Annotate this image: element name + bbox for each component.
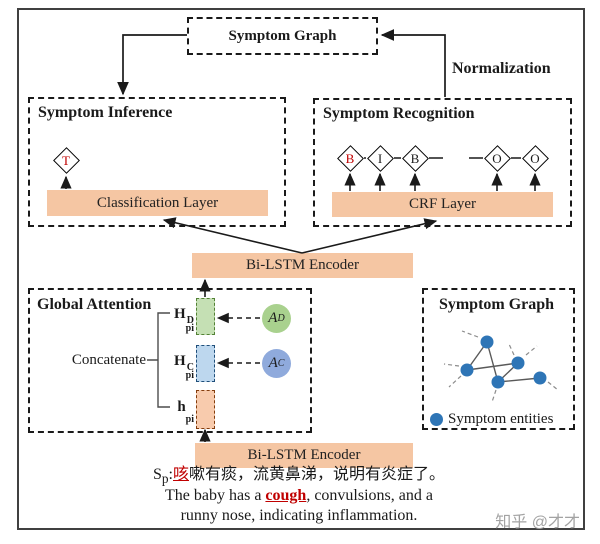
entity-highlight-en: cough [265,487,307,504]
recognition-tag-label: O [492,150,502,166]
vector-sub: pi [185,370,194,381]
middle-bilstm-encoder-bar: Bi-LSTM Encoder [192,253,413,278]
sentence-prefix: S [152,466,162,483]
top-symptom-graph-box: Symptom Graph [187,17,378,55]
sentence-colon: : [168,466,173,483]
circle-base: A [268,355,278,371]
hidden-vector-green-rect [196,298,215,335]
recognition-tag-diamond: B [401,144,429,172]
bottom-bilstm-encoder-label: Bi-LSTM Encoder [247,447,361,463]
top-symptom-graph-title: Symptom Graph [228,27,337,44]
recognition-tag-label: I [377,150,383,166]
watermark: 知乎 @才才 [495,514,580,531]
symptom-inference-title: Symptom Inference [38,104,173,121]
vector-sub: pi [185,413,194,425]
sentence-line2: The baby has a cough, convulsions, and a [17,486,581,505]
circle-sub: C [277,358,285,369]
recognition-tag-diamond: B [336,144,364,172]
inference-tag-diamond: T [52,146,80,174]
vector-base: H [173,353,186,369]
crf-layer-label: CRF Layer [408,196,477,212]
figure-frame [17,8,585,530]
vector-base: h [177,399,186,415]
recognition-tag-diamond: O [483,144,511,172]
recognition-tag-label: B [345,150,355,166]
middle-bilstm-encoder-label: Bi-LSTM Encoder [246,257,359,273]
inference-tag-label: T [62,152,70,168]
global-attention-box [28,288,312,433]
symptom-graph-detail-box [422,288,575,430]
classification-layer-bar: Classification Layer [47,190,268,216]
global-attention-title: Global Attention [37,296,152,313]
bottom-bilstm-encoder-bar: Bi-LSTM Encoder [195,443,413,468]
circle-base: A [268,310,278,326]
entity-highlight-zh: 咳 [173,466,190,483]
vector-sup: D [186,314,194,326]
normalization-label: Normalization [452,60,551,77]
recognition-tag-diamond: I [366,144,394,172]
vector-base: H [173,306,186,322]
sentence-line2-post: , convulsions, and a [306,487,433,504]
sentence-line1: Sp:咳嗽有痰，流黄鼻涕，说明有炎症了。 [17,465,581,488]
recognition-tag-label: B [410,150,420,166]
concatenate-label: Concatenate [71,352,146,368]
circle-sub: D [277,313,285,324]
classification-layer-label: Classification Layer [96,194,219,211]
crf-layer-bar: CRF Layer [332,192,553,217]
vector-sup: C [186,361,194,373]
sentence-line2-pre: The baby has a [165,487,266,504]
sentence-line1-rest: 嗽有痰，流黄鼻涕，说明有炎症了。 [189,466,446,483]
symptom-inference-box [28,97,286,227]
hidden-vector-blue-rect [196,345,215,382]
hidden-vector-peach-rect [196,390,215,429]
symptom-entity-dot-icon [430,413,443,426]
vector-sub: pi [185,323,194,334]
recognition-tag-diamond: O [521,144,549,172]
symptom-entities-legend-label: Symptom entities [448,411,554,427]
sentence-prefix-sub: p [161,471,169,487]
sentence-line3: runny nose, indicating inflammation. [180,507,418,524]
symptom-recognition-title: Symptom Recognition [323,105,475,122]
symptom-recognition-box [313,98,572,227]
symptom-graph-detail-title: Symptom Graph [438,296,555,313]
recognition-tag-label: O [530,150,540,166]
